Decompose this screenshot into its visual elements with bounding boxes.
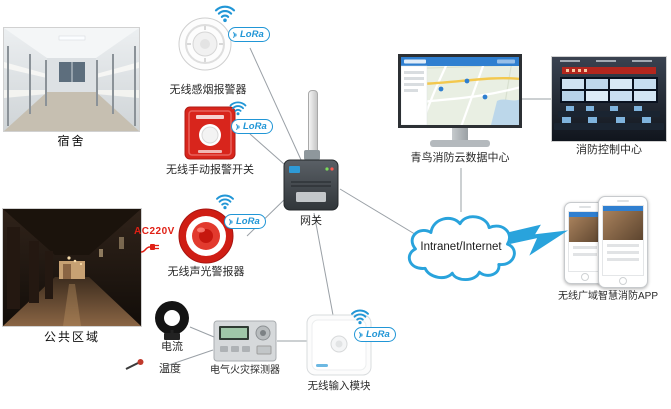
public-area-label: 公共区域	[43, 330, 100, 344]
wireless-input-module-label: 无线输入模块	[307, 380, 371, 392]
lora-badge-label: LoRa	[366, 329, 390, 340]
app-header-bar	[603, 206, 643, 211]
current-transformer-graphic	[155, 301, 189, 340]
manual-alarm-graphic	[184, 106, 236, 160]
lora-signal-icon	[228, 218, 233, 225]
electrical-fire-detector-label: 电气火灾探测器	[210, 365, 280, 376]
wifi-signal-icon	[229, 101, 247, 116]
mobile-app-phones	[564, 196, 660, 288]
datacenter-monitor	[398, 54, 522, 128]
phone-screen	[568, 211, 602, 272]
cloud-graphic	[407, 215, 516, 282]
monitor-stand	[452, 128, 468, 140]
lora-badge: LoRa	[224, 214, 266, 230]
lora-badge-label: LoRa	[240, 29, 264, 40]
sound-light-alarm-device	[178, 208, 234, 264]
wifi-signal-icon	[214, 5, 236, 23]
app-photo-area	[603, 211, 643, 240]
phone-speaker	[579, 206, 591, 208]
gateway-label: 网关	[300, 215, 322, 227]
dormitory-photo	[4, 28, 139, 131]
electrical-fire-detector-device	[213, 320, 277, 362]
fire-control-center-photo	[552, 57, 666, 141]
phone-speaker	[617, 200, 629, 202]
gateway-device	[283, 158, 339, 212]
manual-alarm-device	[184, 106, 236, 160]
app-text-line	[607, 257, 639, 261]
cloud-label: Intranet/Internet	[420, 241, 502, 253]
cloud-datacenter-label: 青鸟消防云数据中心	[410, 152, 510, 164]
sound-light-alarm-label: 无线声光警报器	[167, 266, 245, 278]
control-room-graphic	[552, 57, 666, 141]
lora-badge: LoRa	[228, 27, 270, 43]
lora-badge-label: LoRa	[243, 121, 267, 132]
wifi-signal-icon	[350, 309, 370, 325]
temperature-probe-icon	[124, 356, 146, 372]
public-area-photo	[3, 209, 141, 326]
map-screen-graphic	[401, 57, 519, 125]
dormitory-label: 宿舍	[57, 134, 86, 148]
current-transformer-device	[152, 300, 192, 340]
phone-home-button	[581, 273, 589, 281]
current-sensor-label: 电流	[161, 341, 183, 353]
lora-badge: LoRa	[354, 327, 396, 343]
mobile-app-label: 无线广域智慧消防APP	[557, 291, 658, 302]
smoke-detector-device	[178, 17, 232, 71]
ac220v-label: AC220V	[134, 226, 175, 237]
smoke-detector-label: 无线感烟报警器	[169, 84, 247, 96]
app-photo-area	[569, 217, 601, 242]
lora-signal-icon	[232, 31, 237, 38]
lora-badge: LoRa	[231, 119, 273, 135]
lora-badge-label: LoRa	[236, 216, 260, 227]
sound-light-alarm-graphic	[178, 208, 234, 264]
gateway-antenna-base	[304, 150, 320, 160]
wifi-signal-icon	[215, 194, 235, 210]
gateway-graphic	[283, 159, 339, 211]
corridor-photo-graphic	[3, 209, 141, 326]
lightning-bolt-icon	[508, 222, 570, 262]
power-plug-icon	[140, 240, 160, 254]
monitor-base	[430, 140, 490, 147]
smoke-detector-graphic	[178, 17, 232, 71]
dormitory-photo-graphic	[4, 28, 139, 131]
internet-cloud	[398, 204, 524, 290]
phone-screen	[602, 205, 644, 276]
electrical-fire-detector-graphic	[213, 320, 277, 362]
phone-home-button	[619, 277, 627, 285]
fire-control-center-label: 消防控制中心	[576, 144, 642, 156]
app-text-line	[607, 250, 639, 254]
app-text-line	[573, 252, 597, 256]
temperature-sensor-label: 温度	[159, 363, 181, 375]
app-header-bar	[569, 212, 601, 217]
phone-front	[598, 196, 648, 288]
lora-signal-icon	[358, 331, 363, 338]
lora-signal-icon	[235, 123, 240, 130]
manual-alarm-label: 无线手动报警开关	[166, 164, 254, 176]
app-text-line	[607, 243, 639, 247]
app-text-line	[573, 245, 597, 249]
